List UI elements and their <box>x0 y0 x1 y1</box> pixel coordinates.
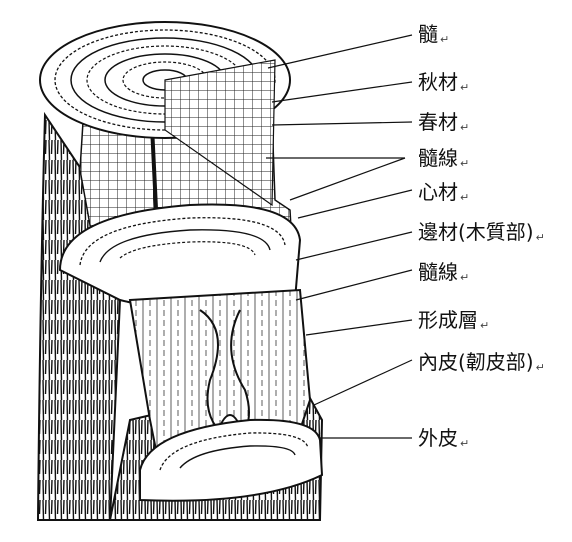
label-heartwood: 心材↵ <box>418 180 470 204</box>
label-medullary-ray-2: 髓線↵ <box>418 260 470 284</box>
label-medullary-ray-1: 髓線↵ <box>418 146 470 170</box>
label-outer-bark: 外皮↵ <box>418 426 470 450</box>
label-sapwood-xylem: 邊材(木質部)↵ <box>418 220 545 244</box>
bottom-growth-rings <box>139 418 324 502</box>
top-growth-rings <box>39 21 291 207</box>
leader-lines <box>266 34 413 439</box>
label-latewood: 秋材↵ <box>418 70 470 94</box>
label-pith: 髓↵ <box>418 22 450 46</box>
label-inner-bark-phloem: 內皮(韌皮部)↵ <box>418 350 545 374</box>
label-cambium: 形成層↵ <box>418 308 490 332</box>
label-earlywood: 春材↵ <box>418 110 470 134</box>
